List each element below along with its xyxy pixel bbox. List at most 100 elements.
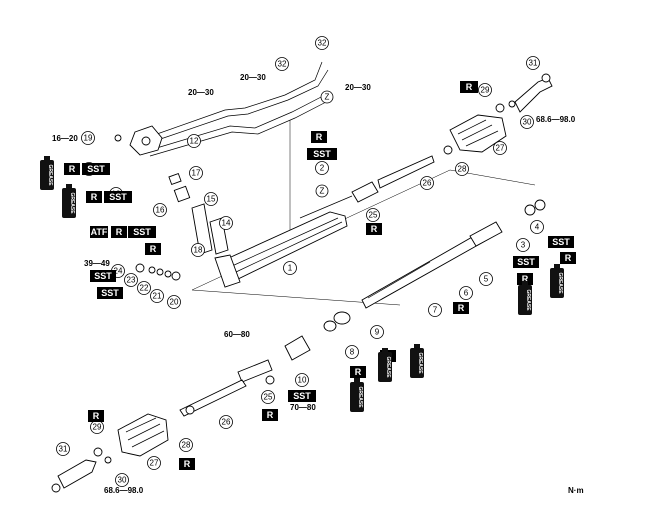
badge-sst: SST	[90, 270, 116, 282]
z-mark: Z	[315, 184, 329, 198]
badge-sst: SST	[97, 287, 123, 299]
svg-text:R: R	[565, 253, 572, 263]
svg-text:R: R	[116, 227, 123, 237]
svg-text:5: 5	[484, 275, 489, 284]
callout-number: 25	[261, 390, 275, 404]
svg-text:25: 25	[369, 211, 378, 220]
torque-label: 68.6—98.0	[104, 486, 144, 495]
svg-text:18: 18	[194, 246, 203, 255]
svg-text:R: R	[69, 164, 76, 174]
badge-r: R	[86, 191, 102, 203]
upper-boot	[449, 114, 507, 153]
svg-text:SST: SST	[517, 257, 535, 267]
badge-r: R	[262, 409, 278, 421]
callout-number: 10	[295, 373, 309, 387]
svg-text:R: R	[466, 82, 473, 92]
badge-sst: SST	[288, 390, 316, 402]
right-small-parts	[443, 145, 546, 216]
svg-text:19: 19	[84, 134, 93, 143]
svg-text:GREASE: GREASE	[47, 164, 53, 186]
callout-number: 4	[530, 220, 544, 234]
badge-r: R	[64, 163, 80, 175]
svg-text:15: 15	[207, 195, 216, 204]
svg-text:29: 29	[93, 423, 102, 432]
torque-label: 20—30	[188, 88, 214, 97]
svg-text:GREASE: GREASE	[357, 386, 363, 408]
svg-text:ATF: ATF	[91, 227, 108, 237]
badge-sst: SST	[104, 191, 132, 203]
torque-label: 20—30	[240, 73, 266, 82]
torque-label: 60—80	[224, 330, 250, 339]
svg-text:R: R	[267, 410, 274, 420]
svg-text:30: 30	[523, 118, 532, 127]
svg-text:R: R	[150, 244, 157, 254]
svg-text:SST: SST	[552, 237, 570, 247]
grease-cans: GREASE GREASE GREASE GREASE GREASE GREASE GREA…	[40, 156, 564, 412]
callout-number: 3	[516, 238, 530, 252]
grease-can-icon: GREASE	[410, 344, 424, 378]
callout-number: 29	[478, 83, 492, 97]
callout-number: 17	[189, 166, 203, 180]
svg-text:SST: SST	[87, 164, 105, 174]
svg-text:R: R	[522, 274, 529, 284]
callout-number: 31	[56, 442, 70, 456]
callout-number: 14	[219, 216, 233, 230]
svg-text:27: 27	[496, 144, 505, 153]
svg-text:8: 8	[350, 348, 355, 357]
callout-number: 19	[81, 131, 95, 145]
grease-can-icon: GREASE	[62, 184, 76, 218]
svg-text:SST: SST	[101, 288, 119, 298]
callout-number: 21	[150, 289, 164, 303]
badge-sst: SST	[128, 226, 156, 238]
svg-text:3: 3	[521, 241, 526, 250]
torque-label: 20—30	[345, 83, 371, 92]
callout-number: 23	[124, 273, 138, 287]
svg-text:29: 29	[481, 86, 490, 95]
callout-number: 28	[179, 438, 193, 452]
badge-r: R	[460, 81, 478, 93]
svg-text:SST: SST	[313, 149, 331, 159]
badges: RRSSTRSSTRSSTATFRSSTRSSTSSTRSSTSSTRRRRRS…	[64, 81, 576, 470]
callout-number: 1	[283, 261, 297, 275]
svg-text:32: 32	[278, 60, 287, 69]
badge-r: R	[453, 302, 469, 314]
svg-text:10: 10	[298, 376, 307, 385]
torque-label: 70—80	[290, 403, 316, 412]
svg-text:SST: SST	[293, 391, 311, 401]
torque-labels: 20—30 20—30 20—30 16—20 68.6—98.0 39—49 …	[52, 73, 576, 495]
grease-can-icon: GREASE	[518, 281, 532, 315]
left-small-parts	[114, 134, 181, 281]
torque-label: 16—20	[52, 134, 78, 143]
svg-text:R: R	[316, 132, 323, 142]
callout-numbers: 1234567891011121314151617181920212223242…	[56, 36, 544, 487]
rack-housing	[214, 211, 348, 288]
svg-text:9: 9	[375, 328, 380, 337]
badge-sst: SST	[307, 148, 337, 160]
svg-text:GREASE: GREASE	[385, 356, 391, 378]
svg-text:7: 7	[433, 306, 438, 315]
callout-number: 20	[167, 295, 181, 309]
svg-text:20: 20	[170, 298, 179, 307]
badge-r: R	[366, 223, 382, 235]
badge-r: R	[517, 273, 533, 285]
svg-text:32: 32	[318, 39, 327, 48]
badge-r: R	[311, 131, 327, 143]
badge-r: R	[560, 252, 576, 264]
svg-text:16: 16	[156, 206, 165, 215]
svg-text:31: 31	[529, 59, 538, 68]
hydraulic-pipes	[139, 61, 331, 157]
badge-r: R	[145, 243, 161, 255]
valve-housing	[129, 125, 163, 156]
svg-text:R: R	[184, 459, 191, 469]
svg-text:4: 4	[535, 223, 540, 232]
callout-number: 31	[526, 56, 540, 70]
svg-text:GREASE: GREASE	[557, 272, 563, 294]
svg-text:24: 24	[114, 267, 123, 276]
svg-text:26: 26	[423, 179, 432, 188]
callout-number: 8	[345, 345, 359, 359]
svg-text:31: 31	[59, 445, 68, 454]
badge-sst: SST	[548, 236, 574, 248]
svg-text:6: 6	[464, 289, 469, 298]
callout-number: 12	[187, 134, 201, 148]
